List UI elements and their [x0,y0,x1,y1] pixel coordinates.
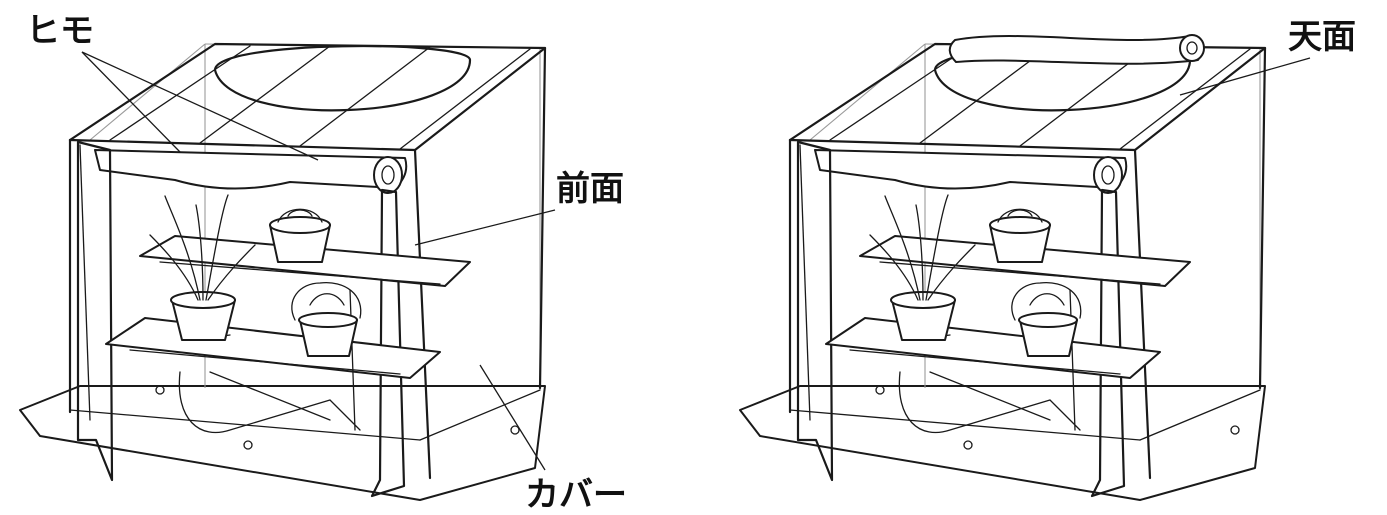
greenhouse-right-illustration [738,34,1311,502]
front-label: 前面 [556,169,624,209]
top-label: 天面 [1288,17,1356,57]
greenhouse-left-illustration [18,42,556,502]
string-label: ヒモ [26,11,94,51]
front-pointer [414,209,556,246]
cover-label: カバー [525,475,627,515]
string-pointer-1 [81,51,181,153]
cover-pointer [479,364,546,471]
string-pointer-2 [81,51,319,161]
top-pointer [1179,57,1311,96]
